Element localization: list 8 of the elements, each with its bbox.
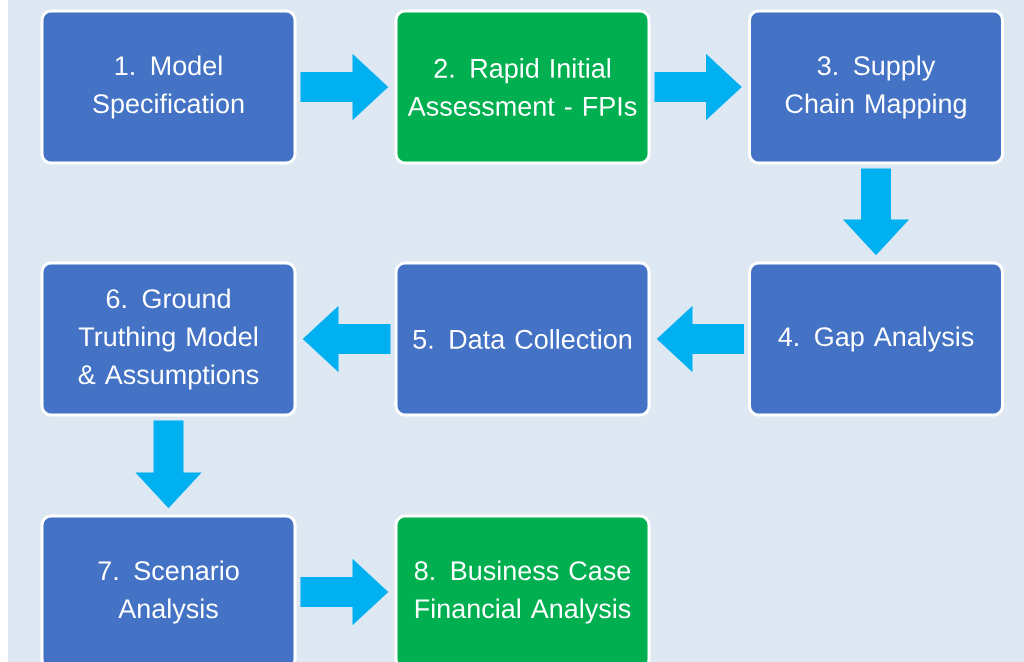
process-box: 7. Scenario Analysis	[40, 514, 297, 662]
process-box: 1. Model Specification	[40, 9, 297, 165]
process-box: 4. Gap Analysis	[748, 261, 1004, 417]
process-box: 2. Rapid Initial Assessment - FPIs	[394, 9, 651, 165]
process-box: 3. Supply Chain Mapping	[748, 9, 1004, 165]
process-box: 6. Ground Truthing Model & Assumptions	[40, 261, 297, 417]
process-box: 5. Data Collection	[394, 261, 651, 417]
process-box: 8. Business Case Financial Analysis	[394, 514, 651, 662]
